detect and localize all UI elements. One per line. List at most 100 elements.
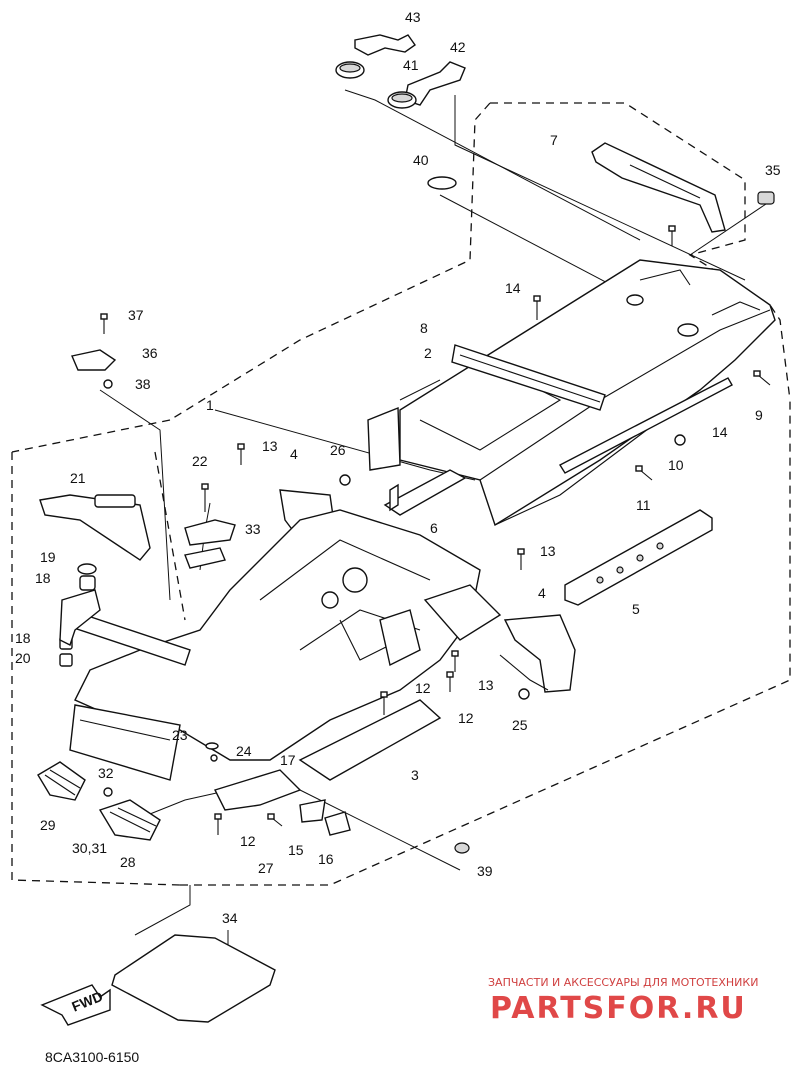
callout-18-bottom: 18 (15, 630, 31, 646)
bushing-19 (77, 563, 97, 575)
callout-14-top: 14 (505, 280, 521, 296)
pad-41-left (335, 61, 365, 79)
main-frame (74, 509, 502, 761)
callout-34: 34 (222, 910, 238, 926)
drawing-code: 8CA3100-6150 (45, 1049, 139, 1065)
callout-20: 20 (15, 650, 31, 666)
nut-32 (103, 787, 113, 797)
cap-35 (757, 191, 775, 205)
callout-36: 36 (142, 345, 158, 361)
callout-37: 37 (128, 307, 144, 323)
callout-41: 41 (403, 57, 419, 73)
callout-28: 28 (120, 854, 136, 870)
callout-14-bottom: 14 (712, 424, 728, 440)
floor-mat-34 (111, 934, 276, 1023)
handle-4-right (499, 614, 576, 693)
mount-bracket-left (59, 589, 101, 646)
callout-35: 35 (765, 162, 781, 178)
callout-38: 38 (135, 376, 151, 392)
callout-5: 5 (632, 601, 640, 617)
callout-2: 2 (424, 345, 432, 361)
callout-42: 42 (450, 39, 466, 55)
bolt-12c (214, 813, 222, 835)
bolt-9 (753, 370, 771, 386)
bar-5 (564, 509, 713, 606)
callout-16: 16 (318, 851, 334, 867)
pad-40 (427, 176, 457, 190)
front-crossmember (64, 609, 191, 781)
callout-19: 19 (40, 549, 56, 565)
bracket-15 (299, 799, 326, 823)
bolt-14 (533, 295, 541, 320)
bar-21 (39, 494, 226, 569)
callout-11: 11 (636, 497, 651, 513)
callout-3: 3 (411, 767, 419, 783)
nut-38 (103, 379, 113, 389)
callout-18-top: 18 (35, 570, 51, 586)
callout-4-right: 4 (538, 585, 546, 601)
cap-39 (454, 842, 470, 854)
washer-23 (205, 742, 219, 750)
callout-13-bottom: 13 (478, 677, 494, 693)
skid-plate-3 (298, 699, 442, 781)
callout-29: 29 (40, 817, 56, 833)
bolt-22 (201, 483, 209, 512)
bracket-6 (383, 469, 467, 516)
nut-24 (210, 754, 218, 762)
nut-25 (518, 688, 530, 700)
watermark-logo: PARTSFOR.RU (490, 991, 747, 1026)
callout-26: 26 (330, 442, 346, 458)
callout-7: 7 (550, 132, 558, 148)
bushing-20 (59, 653, 73, 667)
callout-4-top: 4 (290, 446, 298, 462)
bolt-13b (517, 548, 525, 570)
bracket-7 (591, 142, 726, 233)
boot-28 (98, 799, 161, 841)
callout-24: 24 (236, 743, 252, 759)
callout-9: 9 (755, 407, 763, 423)
callout-21: 21 (70, 470, 86, 486)
callout-40: 40 (413, 152, 429, 168)
callout-27: 27 (258, 860, 274, 876)
bracket-16 (324, 811, 351, 836)
callout-8: 8 (420, 320, 428, 336)
bolt-12a (380, 691, 388, 715)
bracket-43 (354, 34, 416, 56)
callout-43: 43 (405, 9, 421, 25)
callout-6: 6 (430, 520, 438, 536)
bracket-33 (184, 519, 236, 546)
callout-13-mid: 13 (540, 543, 556, 559)
bolt-37 (100, 313, 108, 334)
callout-30-31: 30,31 (72, 840, 107, 856)
bracket-36 (71, 349, 117, 371)
callout-1: 1 (206, 397, 214, 413)
callout-22: 22 (192, 453, 208, 469)
callouts: 43 42 41 40 7 35 14 37 8 36 2 38 9 1 14 … (15, 9, 781, 926)
callout-23: 23 (172, 727, 188, 743)
callout-12-mid: 12 (458, 710, 474, 726)
rail-14 (559, 377, 733, 474)
callout-10: 10 (668, 457, 684, 473)
nut-26 (339, 474, 351, 486)
bolt-12b (446, 671, 454, 692)
boot-29 (37, 761, 86, 801)
leader-lines (99, 89, 773, 945)
nut-10 (674, 434, 686, 446)
side-plate (367, 406, 401, 471)
pad-41-right (387, 91, 417, 109)
watermark-subtitle: ЗАПЧАСТИ И АКСЕССУАРЫ ДЛЯ МОТОТЕХНИКИ (488, 976, 758, 989)
assembly-outline-upper (11, 102, 791, 453)
callout-39: 39 (477, 863, 493, 879)
assembly-outline-lower (11, 400, 791, 886)
bolt-27 (267, 813, 283, 827)
callout-15: 15 (288, 842, 304, 858)
bushing-18-top (79, 575, 96, 591)
callout-33: 33 (245, 521, 261, 537)
callout-17: 17 (280, 752, 296, 768)
callout-12-left: 12 (240, 833, 256, 849)
callout-25: 25 (512, 717, 528, 733)
bracket-17 (214, 769, 302, 811)
callout-13-top: 13 (262, 438, 278, 454)
bolt-13c (451, 650, 459, 672)
